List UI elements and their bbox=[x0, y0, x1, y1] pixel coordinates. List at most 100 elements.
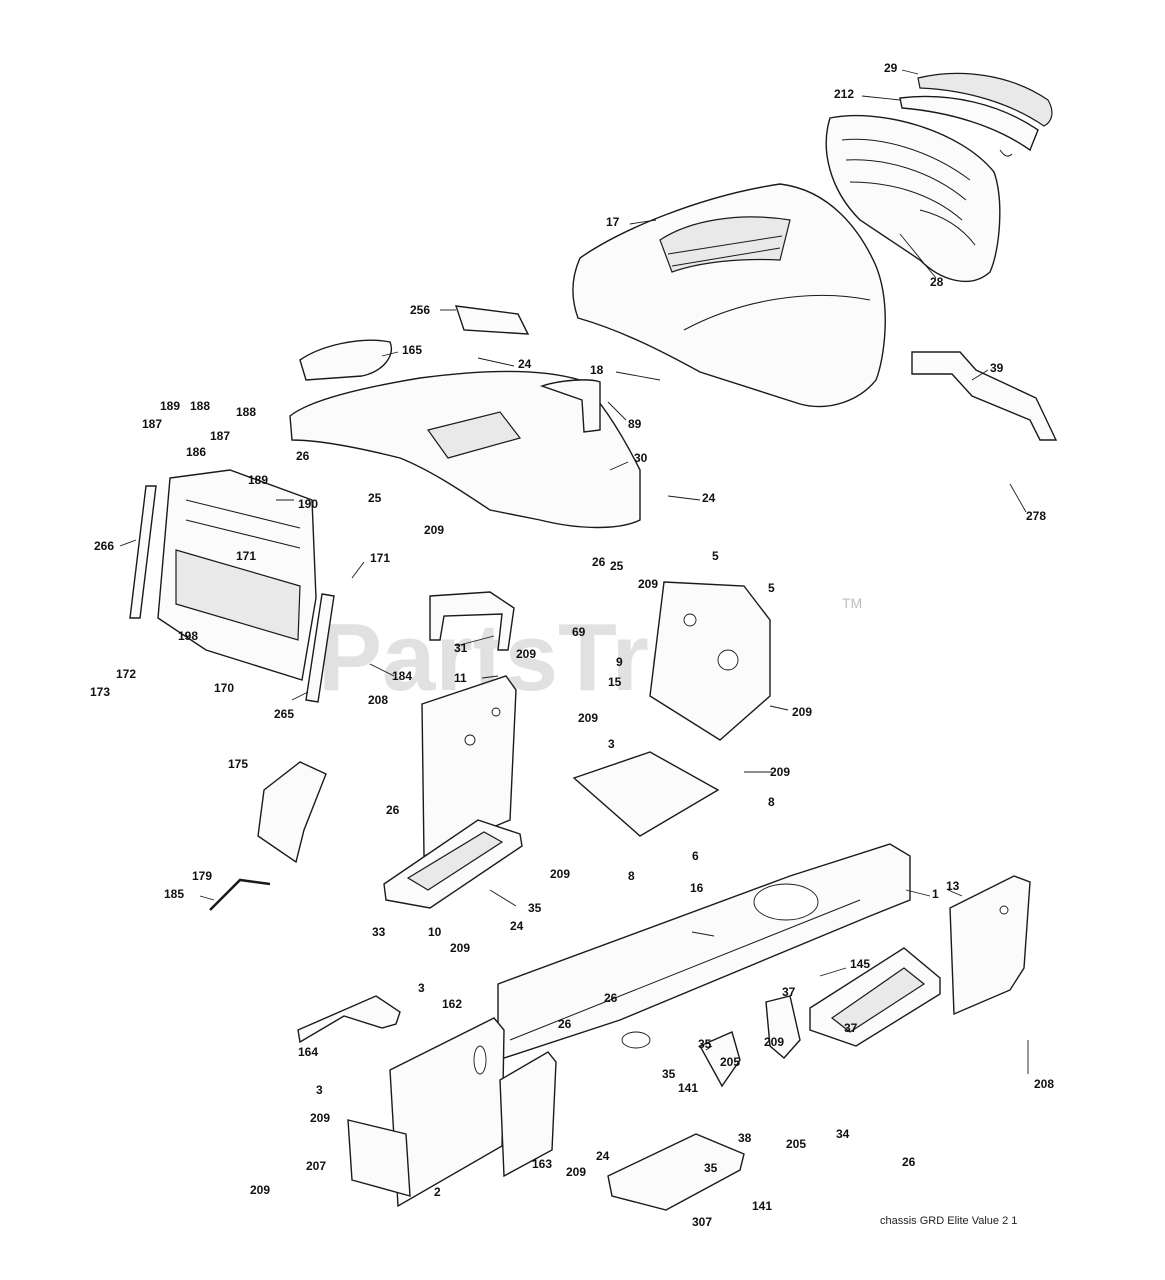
part-plate-163 bbox=[499, 1051, 557, 1178]
callout-24d: 24 bbox=[596, 1149, 610, 1163]
callout-5b: 5 bbox=[768, 581, 775, 595]
callout-39: 39 bbox=[990, 361, 1004, 375]
callout-141b: 141 bbox=[752, 1199, 772, 1213]
callout-209b: 209 bbox=[638, 577, 658, 591]
callout-31: 31 bbox=[454, 641, 468, 655]
callout-171b: 171 bbox=[370, 551, 390, 565]
part-plate-307 bbox=[607, 1133, 745, 1211]
callout-209f: 209 bbox=[770, 765, 790, 779]
callout-207: 207 bbox=[306, 1159, 326, 1173]
callout-173: 173 bbox=[90, 685, 110, 699]
callout-11: 11 bbox=[454, 671, 467, 685]
callout-209e: 209 bbox=[792, 705, 812, 719]
part-bar-265 bbox=[305, 593, 335, 703]
callout-256: 256 bbox=[410, 303, 430, 317]
callout-175: 175 bbox=[228, 757, 248, 771]
callout-33: 33 bbox=[372, 925, 386, 939]
part-plate-6 bbox=[572, 751, 720, 837]
callout-35b: 35 bbox=[698, 1037, 712, 1051]
callout-209l: 209 bbox=[250, 1183, 270, 1197]
callout-172: 172 bbox=[116, 667, 136, 681]
part-panel-frame-170 bbox=[157, 469, 317, 681]
callout-6: 6 bbox=[692, 849, 699, 863]
callout-35a: 35 bbox=[528, 901, 542, 915]
part-plate-13 bbox=[949, 875, 1031, 1016]
callout-212: 212 bbox=[834, 87, 854, 101]
callout-24b: 24 bbox=[702, 491, 716, 505]
part-shield-175 bbox=[257, 761, 327, 864]
callout-69: 69 bbox=[572, 625, 586, 639]
part-cover-165 bbox=[299, 339, 393, 381]
callout-9: 9 bbox=[616, 655, 623, 669]
part-foot-pedal-33 bbox=[383, 819, 523, 909]
callout-209i: 209 bbox=[764, 1035, 784, 1049]
callout-307: 307 bbox=[692, 1215, 712, 1229]
callout-labels bbox=[119, 69, 1029, 1074]
callout-35d: 35 bbox=[704, 1161, 718, 1175]
callout-26b: 26 bbox=[592, 555, 606, 569]
callout-8b: 8 bbox=[628, 869, 635, 883]
callout-205b: 205 bbox=[786, 1137, 806, 1151]
callout-198: 198 bbox=[178, 629, 198, 643]
part-rod-179 bbox=[209, 878, 271, 911]
callout-208a: 208 bbox=[368, 693, 388, 707]
part-bracket-164 bbox=[297, 995, 401, 1044]
callout-1: 1 bbox=[932, 887, 939, 901]
callout-162: 162 bbox=[442, 997, 462, 1011]
callout-209a: 209 bbox=[424, 523, 444, 537]
callout-209c: 209 bbox=[516, 647, 536, 661]
callout-15: 15 bbox=[608, 675, 622, 689]
callout-28: 28 bbox=[930, 275, 944, 289]
callout-278: 278 bbox=[1026, 509, 1046, 523]
part-grille-top-29 bbox=[917, 72, 1053, 127]
callout-2: 2 bbox=[434, 1185, 441, 1199]
callout-145: 145 bbox=[850, 957, 870, 971]
callout-18: 18 bbox=[590, 363, 604, 377]
part-foot-pedal-34 bbox=[809, 947, 941, 1047]
callout-25a: 25 bbox=[368, 491, 382, 505]
callout-205a: 205 bbox=[720, 1055, 740, 1069]
callout-8a: 8 bbox=[768, 795, 775, 809]
callout-30: 30 bbox=[634, 451, 648, 465]
part-plate-11 bbox=[421, 675, 517, 858]
callout-37a: 37 bbox=[782, 985, 796, 999]
part-bracket-39 bbox=[911, 351, 1058, 441]
callout-208b: 208 bbox=[1034, 1077, 1054, 1091]
footer-caption: chassis GRD Elite Value 2 1 bbox=[880, 1215, 1017, 1227]
callout-3a: 3 bbox=[608, 737, 615, 751]
callout-26f: 26 bbox=[902, 1155, 916, 1169]
callout-188b: 188 bbox=[236, 405, 256, 419]
callout-163: 163 bbox=[532, 1157, 552, 1171]
callout-38: 38 bbox=[738, 1131, 752, 1145]
callout-141a: 141 bbox=[678, 1081, 698, 1095]
part-cover-9 bbox=[649, 581, 771, 741]
callout-164: 164 bbox=[298, 1045, 318, 1059]
callout-17: 17 bbox=[606, 215, 620, 229]
callout-209d: 209 bbox=[578, 711, 598, 725]
callout-209k: 209 bbox=[566, 1165, 586, 1179]
callout-26e: 26 bbox=[558, 1017, 572, 1031]
callout-209h: 209 bbox=[450, 941, 470, 955]
callout-185: 185 bbox=[164, 887, 184, 901]
callout-187a: 187 bbox=[142, 417, 162, 431]
callout-184: 184 bbox=[392, 669, 412, 683]
callout-186: 186 bbox=[186, 445, 206, 459]
part-bracket-205 bbox=[699, 995, 801, 1088]
callout-165a: 165 bbox=[402, 343, 422, 357]
callout-190: 190 bbox=[298, 497, 318, 511]
callout-13: 13 bbox=[946, 879, 960, 893]
callout-188a: 188 bbox=[190, 399, 210, 413]
callout-24a: 24 bbox=[518, 357, 532, 371]
callout-209g: 209 bbox=[550, 867, 570, 881]
callout-3c: 3 bbox=[316, 1083, 323, 1097]
part-bracket-2 bbox=[347, 1119, 411, 1197]
callout-26d: 26 bbox=[604, 991, 618, 1005]
callout-187b: 187 bbox=[210, 429, 230, 443]
part-grille-28 bbox=[825, 114, 1001, 283]
callout-16: 16 bbox=[690, 881, 704, 895]
part-bar-266 bbox=[129, 485, 157, 619]
callout-3b: 3 bbox=[418, 981, 425, 995]
callout-25b: 25 bbox=[610, 559, 624, 573]
part-cover-256 bbox=[454, 305, 530, 335]
callout-26a: 26 bbox=[296, 449, 310, 463]
